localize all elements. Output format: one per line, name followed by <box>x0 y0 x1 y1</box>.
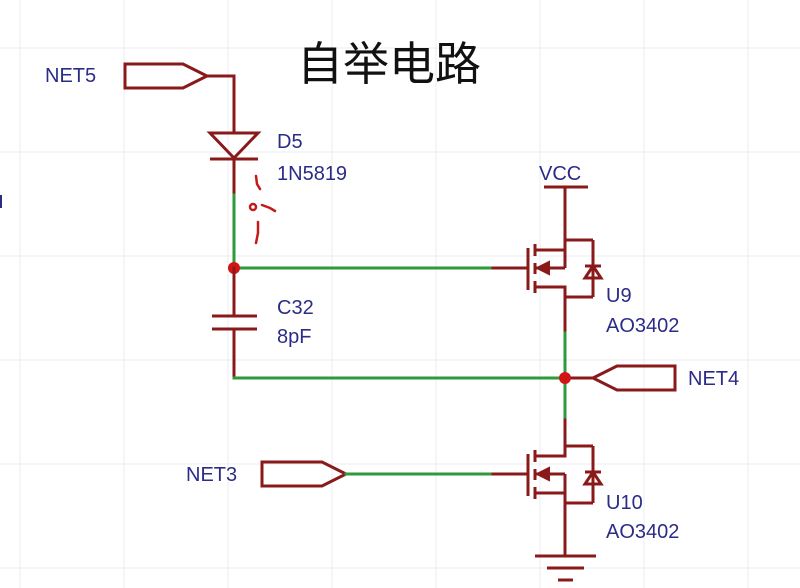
net5-port <box>123 62 236 135</box>
junction-switch-node <box>559 372 571 384</box>
u10-ref: U10 <box>606 492 643 514</box>
net3-port <box>260 460 530 488</box>
diode-d5-symbol <box>206 131 262 197</box>
mosfet-u10-symbol <box>526 418 604 557</box>
net3-label: NET3 <box>186 464 237 486</box>
handwritten-marks <box>248 174 277 245</box>
u9-part: AO3402 <box>606 315 679 337</box>
net4-label: NET4 <box>688 368 739 390</box>
vcc-label: VCC <box>539 163 581 185</box>
capacitor-c32-symbol <box>212 266 257 380</box>
diode-ref: D5 <box>277 131 303 153</box>
u9-ref: U9 <box>606 285 632 307</box>
diode-part: 1N5819 <box>277 163 347 185</box>
u10-part: AO3402 <box>606 521 679 543</box>
ground-icon <box>535 554 596 582</box>
capacitor-value: 8pF <box>277 326 311 348</box>
net4-port <box>563 364 677 392</box>
vcc-rail <box>544 185 588 242</box>
diagram-title: 自举电路 <box>297 37 481 91</box>
net5-label: NET5 <box>45 65 96 87</box>
mosfet-u9-symbol <box>526 238 604 335</box>
capacitor-ref: C32 <box>277 297 314 319</box>
